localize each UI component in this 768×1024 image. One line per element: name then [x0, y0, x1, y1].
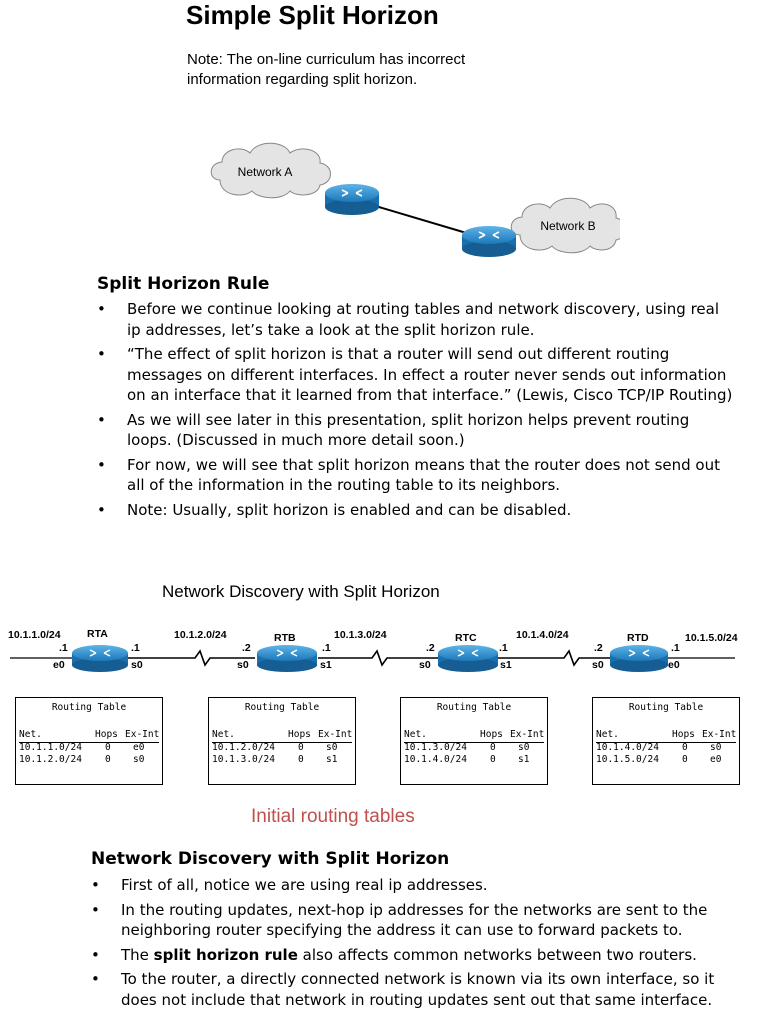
routing-tables-caption: Initial routing tables — [251, 806, 415, 827]
router-icon — [72, 645, 128, 672]
host-label: .1 — [131, 642, 140, 654]
routing-table-title: Routing Table — [436, 702, 512, 713]
split-horizon-rule-heading: Split Horizon Rule — [97, 274, 270, 294]
list-item: In the routing updates, next-hop ip addr… — [91, 900, 741, 941]
column-header: Hops — [95, 729, 118, 740]
host-label: .1 — [671, 642, 680, 654]
interface-label: s0 — [592, 659, 604, 671]
network-label: 10.1.4.0/24 — [516, 629, 569, 641]
router-icon — [257, 645, 317, 672]
column-header: Ex-Int — [510, 729, 545, 740]
routing-table: Routing Table Net. Hops Ex-Int 10.1.4.0/… — [592, 697, 740, 785]
list-item: For now, we will see that split horizon … — [97, 455, 737, 496]
column-header: Hops — [672, 729, 695, 740]
network-label: 10.1.3.0/24 — [334, 629, 387, 641]
network-label: 10.1.2.0/24 — [174, 629, 227, 641]
interface-label: e0 — [668, 659, 680, 671]
router-icon — [325, 184, 379, 215]
routing-table-title: Routing Table — [244, 702, 320, 713]
topology-diagram — [10, 645, 735, 672]
page-title: Simple Split Horizon — [186, 0, 439, 30]
network-label: 10.1.5.0/24 — [685, 632, 738, 644]
column-header: Ex-Int — [318, 729, 353, 740]
host-label: .1 — [499, 642, 508, 654]
network-a-label: Network A — [238, 165, 293, 179]
router-name: RTD — [627, 632, 649, 644]
host-label: .2 — [426, 642, 435, 654]
router-icon — [462, 226, 516, 257]
routing-table-title: Routing Table — [628, 702, 704, 713]
routing-table: Routing Table Net. Hops Ex-Int 10.1.2.0/… — [208, 697, 356, 785]
serial-link — [128, 649, 255, 667]
column-header: Hops — [288, 729, 311, 740]
host-label: .2 — [594, 642, 603, 654]
router-name: RTC — [455, 632, 477, 644]
host-label: .1 — [59, 642, 68, 654]
network-label: 10.1.1.0/24 — [8, 629, 61, 641]
column-header: Net. — [212, 729, 235, 740]
column-header: Hops — [480, 729, 503, 740]
note-text: Note: The on-line curriculum has incorre… — [187, 51, 466, 88]
column-header: Net. — [19, 729, 42, 740]
list-item: First of all, notice we are using real i… — [91, 875, 741, 896]
routing-table-title: Routing Table — [51, 702, 127, 713]
interface-label: e0 — [53, 659, 65, 671]
interface-label: s0 — [237, 659, 249, 671]
simple-network-diagram: Network A Network B — [210, 142, 620, 257]
split-horizon-bullets: Before we continue looking at routing ta… — [97, 299, 737, 524]
interface-label: s0 — [131, 659, 143, 671]
column-header: Ex-Int — [702, 729, 737, 740]
list-item: To the router, a directly connected netw… — [91, 969, 741, 1010]
list-item: “The effect of split horizon is that a r… — [97, 344, 737, 406]
emphasis: split horizon rule — [153, 945, 298, 964]
router-icon — [610, 645, 668, 672]
serial-link — [318, 649, 440, 667]
router-icon — [438, 645, 498, 672]
network-discovery-heading: Network Discovery with Split Horizon — [91, 849, 450, 869]
list-item: As we will see later in this presentatio… — [97, 410, 737, 451]
host-label: .1 — [322, 642, 331, 654]
network-discovery-bullets: First of all, notice we are using real i… — [91, 875, 741, 1014]
routing-table: Routing Table Net. Hops Ex-Int 10.1.3.0/… — [400, 697, 548, 785]
host-label: .2 — [242, 642, 251, 654]
diagram-title: Network Discovery with Split Horizon — [162, 582, 440, 601]
routing-table: Routing Table Net. Hops Ex-Int 10.1.1.0/… — [15, 697, 163, 785]
network-b-cloud: Network B — [510, 197, 620, 254]
serial-link — [498, 649, 610, 667]
list-item: Note: Usually, split horizon is enabled … — [97, 500, 737, 521]
network-a-cloud: Network A — [210, 142, 331, 199]
list-item: The split horizon rule also affects comm… — [91, 945, 741, 966]
router-name: RTB — [274, 632, 296, 644]
column-header: Net. — [404, 729, 427, 740]
interface-label: s1 — [320, 659, 332, 671]
router-name: RTA — [87, 628, 108, 640]
list-item: Before we continue looking at routing ta… — [97, 299, 737, 340]
column-header: Ex-Int — [125, 729, 160, 740]
interface-label: s1 — [500, 659, 512, 671]
column-header: Net. — [596, 729, 619, 740]
interface-label: s0 — [419, 659, 431, 671]
network-b-label: Network B — [540, 219, 595, 233]
